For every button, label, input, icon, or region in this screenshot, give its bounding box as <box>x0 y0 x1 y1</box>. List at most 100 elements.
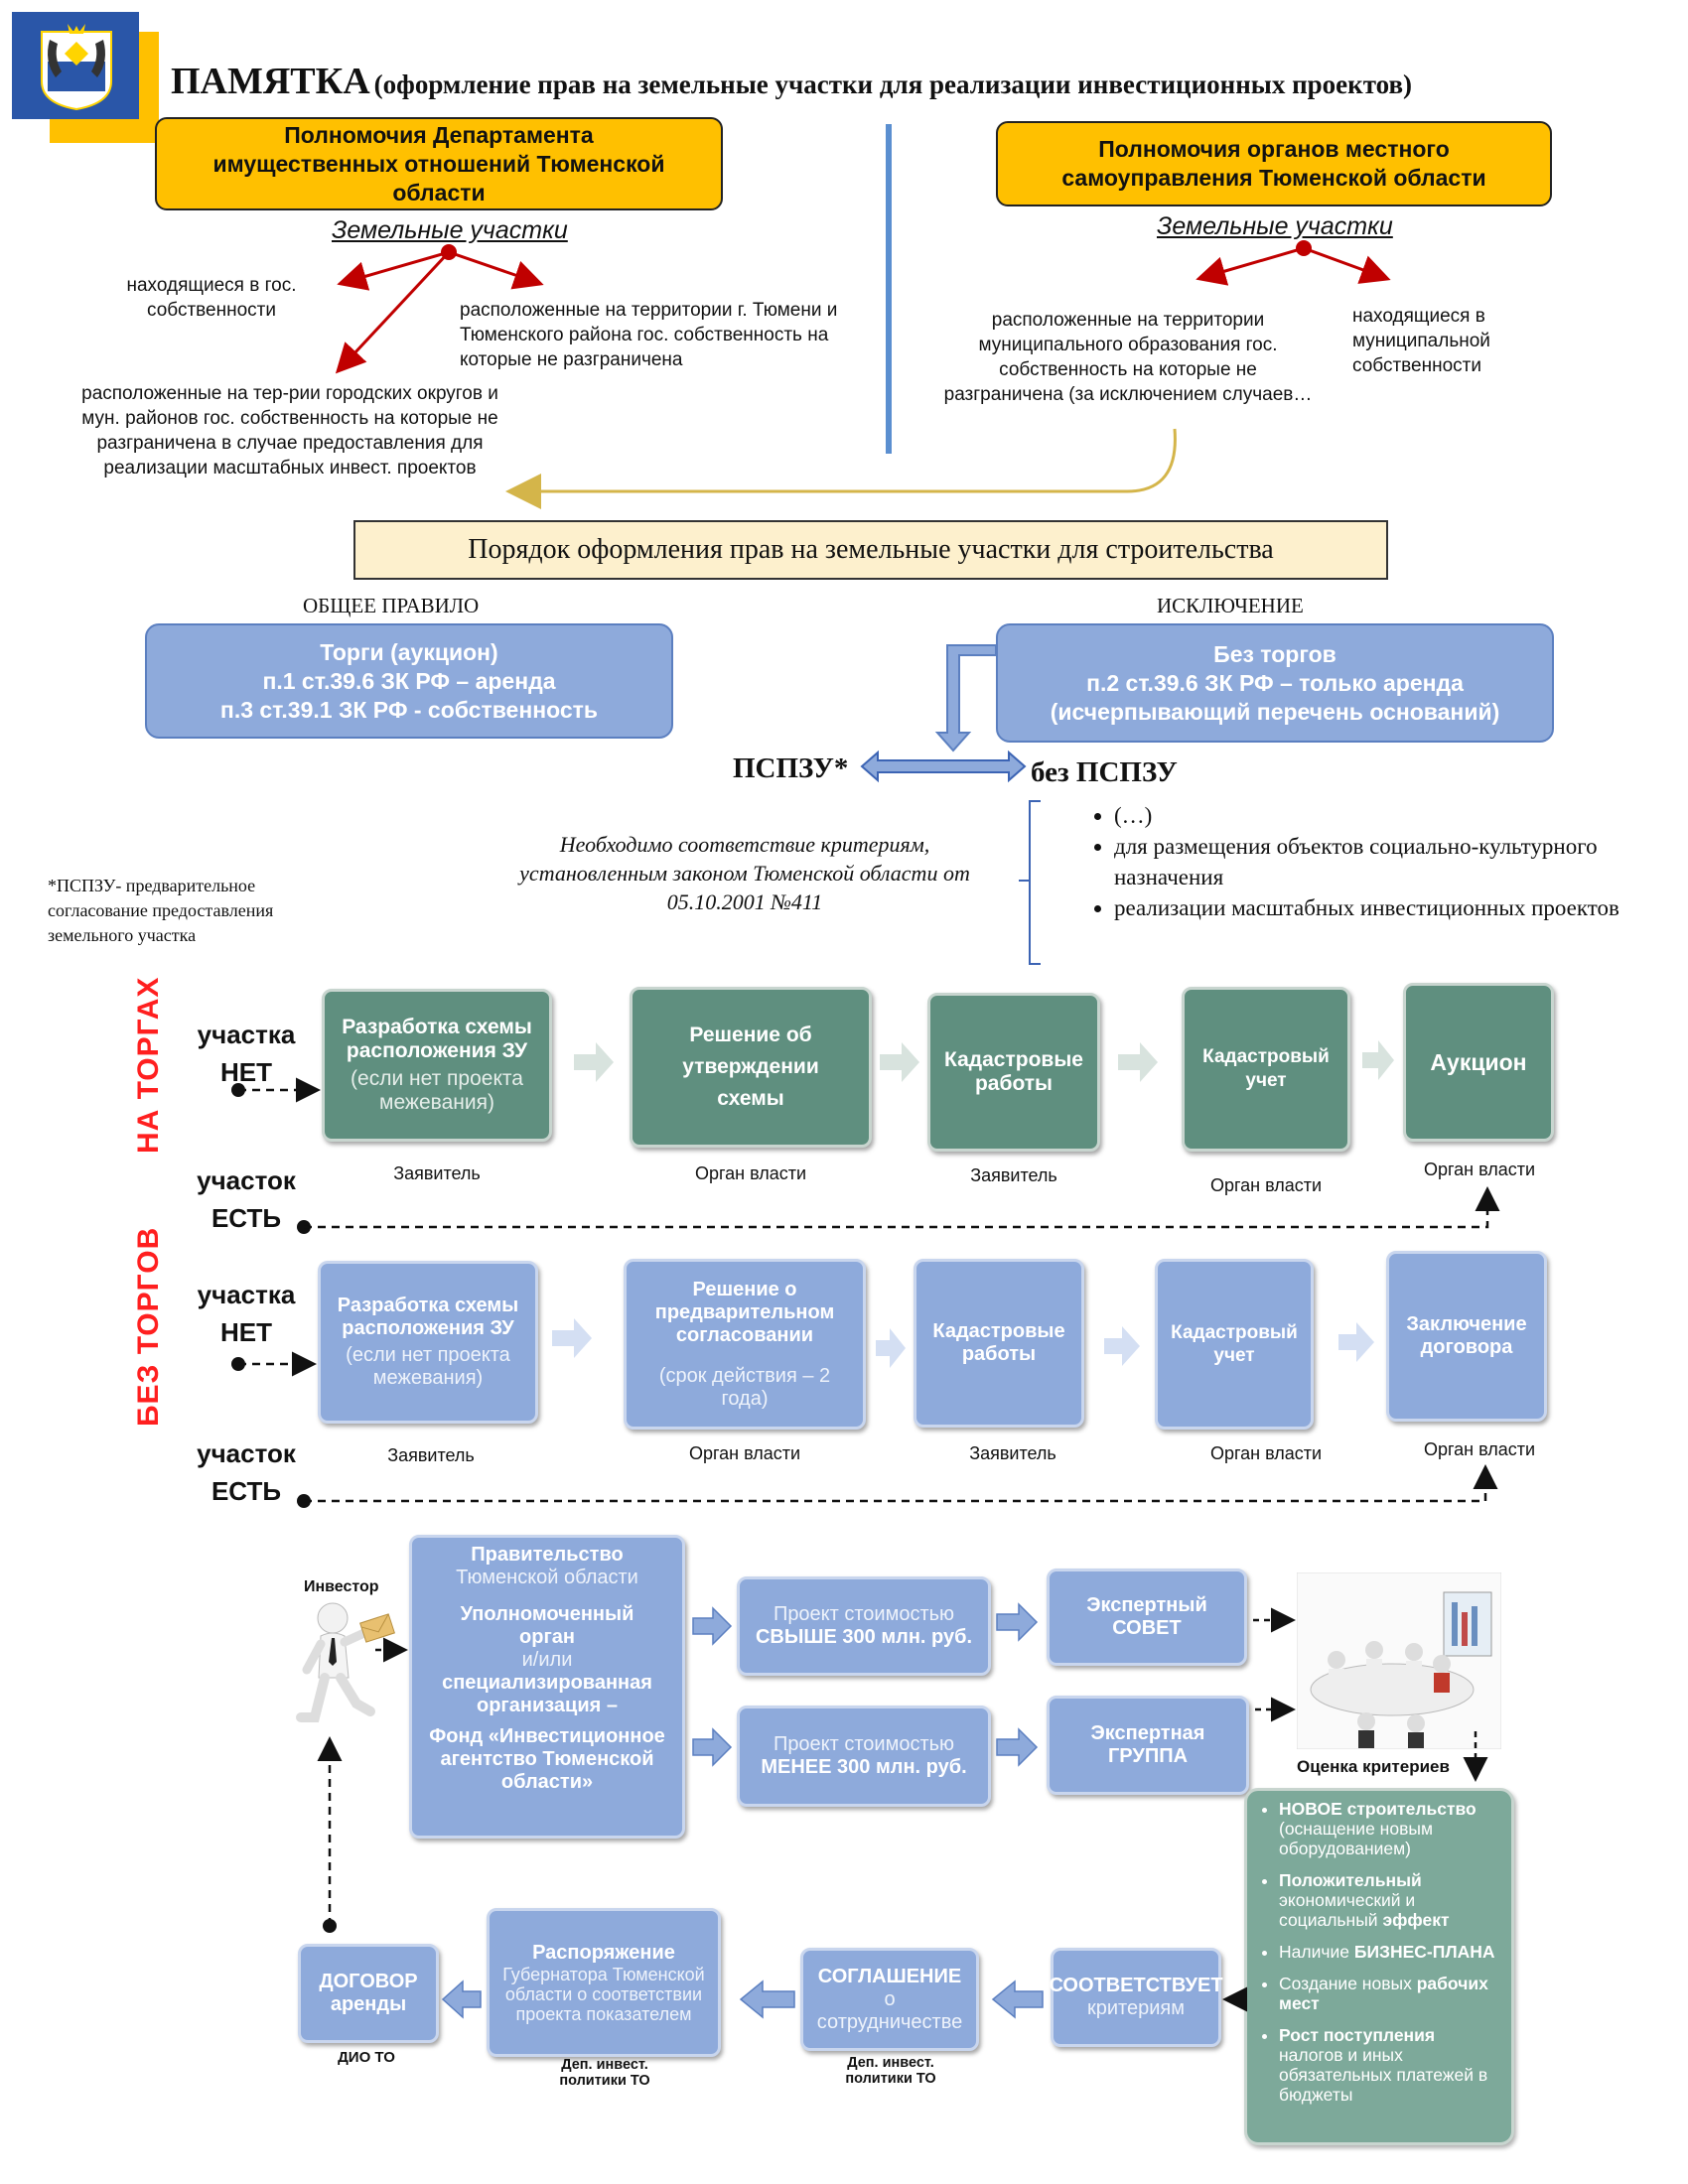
tenders-line1: п.1 ст.39.6 ЗК РФ – аренда <box>262 667 556 694</box>
right-item-municipal-territory: расположенные на территории муниципально… <box>943 310 1313 405</box>
criteria-note: Необходимо соответствие критериям, устан… <box>519 832 970 914</box>
lease-title: ДОГОВОР аренды <box>319 1971 418 2015</box>
order-title: Распоряжение <box>532 1941 675 1964</box>
lease-box: ДОГОВОР аренды <box>298 1944 439 2043</box>
flow-connectors <box>231 1040 1500 1508</box>
step-who: Орган власти <box>694 1163 807 1183</box>
tenders-step-arrows <box>574 1040 1394 1082</box>
emblem-logo <box>12 12 159 143</box>
exception-curve-arrow <box>505 428 1177 509</box>
no-tenders-has-plot: участок ЕСТЬ <box>197 1438 296 1506</box>
pspzu-arrows <box>860 644 1027 783</box>
left-land-plots-label: Земельные участки <box>332 216 568 244</box>
double-arrow <box>860 750 1027 783</box>
step-title: Заключение договора <box>1406 1313 1527 1358</box>
step-who: Орган власти <box>1423 1160 1536 1179</box>
bullets-bracket <box>1029 800 1041 965</box>
criterion-text: (оснащение новым оборудованием) <box>1279 1819 1433 1858</box>
no-tenders-line1: п.2 ст.39.6 ЗК РФ – только аренда <box>1086 669 1464 696</box>
step-title: Решение о предварительном согласовании <box>654 1278 835 1346</box>
step-who: Заявитель <box>970 1165 1057 1185</box>
tenders-step-3: Кадастровые работы <box>927 993 1100 1152</box>
investor-figure-icon <box>296 1602 395 1722</box>
exception-bent-arrow <box>934 644 997 752</box>
project-under-box: Проект стоимостью МЕНЕЕ 300 млн. руб. <box>737 1706 991 1807</box>
step-title: Разработка схемы расположения ЗУ <box>337 1295 519 1339</box>
no-tenders-bypass-arrow <box>304 1464 1498 1503</box>
left-arrow-1 <box>337 250 450 291</box>
government-box: Правительство Тюменской области Уполномо… <box>409 1535 685 1839</box>
criterion-bold: Положительный <box>1279 1870 1422 1890</box>
fund-name: Фонд «Инвестиционное агентство Тюменской… <box>429 1725 665 1793</box>
flow-arrow <box>739 1979 795 2019</box>
left-arrow-3 <box>335 250 451 374</box>
step-title: Решение об утверждении схемы <box>682 1024 819 1110</box>
project-over-box: Проект стоимостью СВЫШЕ 300 млн. руб. <box>737 1576 991 1676</box>
complies-sub: критериям <box>1087 1997 1185 2019</box>
flow-arrow <box>552 1318 592 1358</box>
no-tenders-title: Без торгов <box>1213 640 1336 667</box>
order-who: Деп. инвест. политики ТО <box>559 2057 650 2089</box>
project-under-line2: МЕНЕЕ 300 млн. руб. <box>761 1756 967 1778</box>
no-tenders-line2: (исчерпывающий перечень оснований) <box>1050 698 1500 725</box>
procedure-title: Порядок оформления прав на земельные уча… <box>468 534 1274 565</box>
expert-group-box: Экспертная ГРУППА <box>1047 1696 1249 1795</box>
title-sub: (оформление прав на земельные участки дл… <box>373 69 1413 99</box>
flow-arrow <box>1338 1322 1374 1362</box>
right-authority-box: Полномочия органов местного самоуправлен… <box>996 121 1552 206</box>
step-title: Кадастровые работы <box>944 1048 1083 1095</box>
no-pspzu-label: без ПСПЗУ <box>1031 756 1178 788</box>
left-item-state-owned: находящиеся в гос. собственности <box>126 275 297 321</box>
flow-arrow <box>441 1979 482 2019</box>
flow-arrow <box>996 1727 1039 1767</box>
flow-arrow <box>1104 1326 1140 1366</box>
agreement-who: Деп. инвест. политики ТО <box>845 2055 936 2087</box>
left-item-tyumen: расположенные на территории г. Тюмени и … <box>460 300 838 370</box>
right-land-plots-label: Земельные участки <box>1157 212 1393 240</box>
criterion-bold: НОВОЕ строительство <box>1279 1799 1477 1819</box>
tenders-step-4: Кадастровый учет <box>1182 987 1350 1152</box>
criterion-bold: рабочих мест <box>1279 1974 1488 2013</box>
right-arrow-1 <box>1196 246 1305 286</box>
no-tenders-box: Без торгов п.2 ст.39.6 ЗК РФ – только ар… <box>996 623 1554 743</box>
expert-council-box: Экспертный СОВЕТ <box>1047 1569 1247 1666</box>
vertical-divider <box>886 124 892 454</box>
criterion-bold: эффект <box>1382 1910 1450 1930</box>
general-rule-label: ОБЩЕЕ ПРАВИЛО <box>303 594 480 617</box>
pspzu-label: ПСПЗУ* <box>733 752 849 784</box>
criterion-bold: БИЗНЕС-ПЛАНА <box>1353 1942 1495 1962</box>
right-authority-title: Полномочия органов местного самоуправлен… <box>1061 136 1486 191</box>
criterion-text: Наличие <box>1279 1942 1349 1962</box>
investor-label: Инвестор <box>304 1578 379 1595</box>
bullet-item: (…) <box>1114 800 1688 831</box>
step-who: Орган власти <box>1423 1439 1536 1459</box>
flow-arrow <box>692 1606 733 1646</box>
criteria-list-box: НОВОЕ строительство (оснащение новым обо… <box>1244 1788 1514 2145</box>
agreement-box: СОГЛАШЕНИЕ о сотрудничестве <box>800 1948 979 2051</box>
step-title: Аукцион <box>1430 1049 1527 1075</box>
agreement-title: СОГЛАШЕНИЕ <box>817 1965 962 1987</box>
meeting-illustration-icon <box>1297 1572 1501 1749</box>
authorized-body: Уполномоченный орган <box>460 1603 634 1648</box>
criterion-text: Создание новых <box>1279 1974 1412 1993</box>
flow-arrow <box>692 1727 733 1767</box>
page-title: ПАМЯТКА (оформление прав на земельные уч… <box>171 60 1412 103</box>
project-under-line1: Проект стоимостью <box>773 1733 955 1755</box>
gov-title: Правительство <box>471 1544 624 1566</box>
criterion-item: Создание новых рабочих мест <box>1279 1974 1501 2013</box>
step-who: Орган власти <box>1209 1175 1323 1195</box>
step-sub: (если нет проекта межевания) <box>346 1344 510 1389</box>
no-tenders-step-arrows <box>552 1318 1374 1368</box>
authority-arrows <box>335 240 1391 509</box>
no-tenders-step-1: Разработка схемы расположения ЗУ (если н… <box>318 1261 538 1424</box>
project-over-line1: Проект стоимостью <box>773 1603 955 1625</box>
tenders-step-5: Аукцион <box>1403 983 1554 1142</box>
footnote: *ПСПЗУ- предварительное согласование пре… <box>48 876 274 945</box>
complies-box: СООТВЕТСТВУЕТ критериям <box>1049 1948 1223 2047</box>
flow-arrow <box>1118 1042 1158 1082</box>
flow-arrow <box>574 1042 614 1082</box>
criteria-eval-label: Оценка критериев <box>1297 1757 1450 1776</box>
left-item-large-projects: расположенные на тер-рии городских округ… <box>81 383 498 478</box>
no-tenders-step-3: Кадастровые работы <box>914 1259 1084 1428</box>
step-who: Заявитель <box>969 1443 1056 1463</box>
